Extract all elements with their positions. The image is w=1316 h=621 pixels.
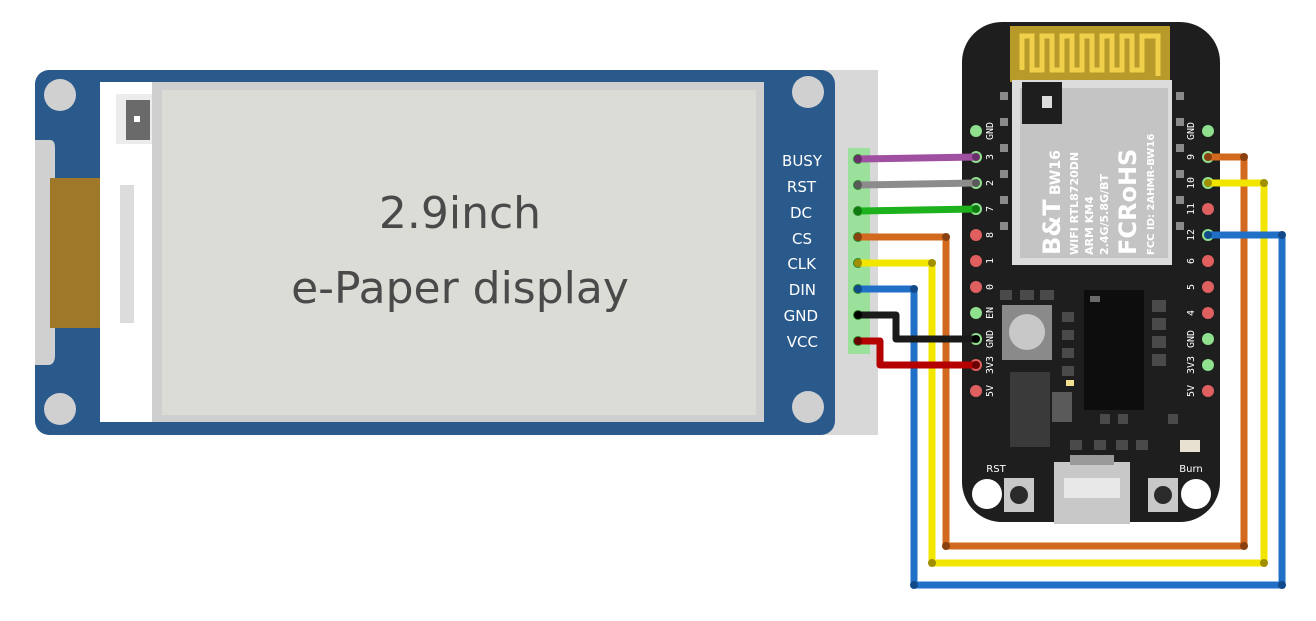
left-pin-label: GND: [985, 122, 996, 140]
right-pin-label: 3V3: [1186, 356, 1197, 374]
right-pin-label: 5V: [1186, 385, 1197, 397]
left-pin-label: 1: [985, 258, 996, 264]
pin-label-vcc: VCC: [787, 333, 818, 351]
board-pin: [1202, 203, 1214, 215]
board-pin: [970, 307, 982, 319]
pin-label-din: DIN: [789, 281, 816, 299]
board-pin: [970, 125, 982, 137]
mount-hole-icon: [792, 76, 824, 108]
pin-label-gnd: GND: [784, 307, 818, 325]
display-title-line1: 2.9inch: [379, 188, 541, 239]
ic-chip: [1084, 290, 1144, 410]
panel-strip: [120, 185, 134, 323]
mount-hole-icon: [1181, 479, 1211, 509]
epaper-module: 2.9inch e-Paper display BUSY RST DC CS C…: [35, 70, 878, 435]
right-pin-label: GND: [1186, 122, 1197, 140]
epaper-header: [848, 148, 870, 354]
rst-label: RST: [986, 464, 1006, 475]
wire-cs: [854, 153, 1248, 550]
board-pin: [1202, 281, 1214, 293]
board-pin: [1202, 385, 1214, 397]
right-pin-label: 9: [1186, 154, 1197, 160]
pin-label-cs: CS: [792, 230, 812, 248]
right-pin-label: 5: [1186, 284, 1197, 290]
wire-vcc: [854, 337, 980, 369]
wire-busy: [854, 153, 980, 163]
board-pin: [970, 229, 982, 241]
left-pin-label: 5V: [985, 385, 996, 397]
module-line1: WIFI RTL8720DN: [1068, 152, 1081, 255]
module-model: BW16: [1048, 150, 1064, 195]
left-pin-label: 0: [985, 284, 996, 290]
module-text: B&T BW16 WIFI RTL8720DN ARM KM4 2.4G/5.8…: [1038, 134, 1157, 255]
board-pin: [1202, 307, 1214, 319]
fpc-connector: [50, 178, 102, 328]
left-pin-label: 8: [985, 232, 996, 238]
epaper-pin-labels: BUSY RST DC CS CLK DIN GND VCC: [782, 152, 823, 351]
mount-hole-icon: [972, 479, 1002, 509]
left-pin-label: 7: [985, 206, 996, 212]
board-left-pin-labels: GND 3 2 7 8 1 0 EN GND 3V3 5V: [985, 122, 996, 397]
board-pin: [1202, 359, 1214, 371]
mount-hole-icon: [44, 393, 76, 425]
wires: [854, 153, 1286, 589]
module-fcrohs: FCRoHS: [1114, 149, 1142, 255]
round-button-icon: [1009, 314, 1045, 350]
regulator: [1010, 372, 1050, 447]
board-components: [1000, 290, 1200, 452]
mount-hole-icon: [792, 391, 824, 423]
board-pin: [1202, 125, 1214, 137]
board-pin: [970, 385, 982, 397]
display-panel: [162, 90, 756, 415]
module-fcc: FCC ID: 2AHMR-BW16: [1146, 134, 1157, 255]
pin-label-clk: CLK: [787, 255, 817, 273]
wire-din: [854, 231, 1286, 589]
pin-label-busy: BUSY: [782, 152, 823, 170]
board-pin: [970, 255, 982, 267]
wire-rst: [854, 179, 980, 189]
burn-label: Burn: [1179, 464, 1202, 475]
board-pin: [1202, 333, 1214, 345]
left-pin-label: 2: [985, 180, 996, 186]
left-pin-label: GND: [985, 330, 996, 348]
pin-label-rst: RST: [787, 178, 817, 196]
bw16-board: B&T BW16 WIFI RTL8720DN ARM KM4 2.4G/5.8…: [962, 22, 1220, 524]
board-right-pin-labels: GND 9 10 11 12 6 5 4 GND 3V3 5V: [1186, 122, 1197, 397]
right-pin-label: 12: [1186, 229, 1197, 241]
right-pin-label: 11: [1186, 203, 1197, 215]
wire-dc: [854, 205, 980, 215]
board-pin: [970, 281, 982, 293]
pin-label-dc: DC: [790, 204, 812, 222]
display-title-line2: e-Paper display: [291, 263, 629, 314]
module-brand: B&T: [1038, 199, 1066, 255]
right-pin-label: 6: [1186, 258, 1197, 264]
led: [1180, 440, 1200, 452]
module-line3: 2.4G/5.8G/BT: [1098, 174, 1111, 255]
mount-hole-icon: [44, 79, 76, 111]
left-pin-label: 3: [985, 154, 996, 160]
board-pin: [1202, 255, 1214, 267]
wire-endpoints: [854, 153, 1286, 589]
right-pin-label: 4: [1186, 310, 1197, 316]
wire-gnd: [854, 311, 980, 343]
module-line2: ARM KM4: [1083, 196, 1096, 255]
left-pin-label: 3V3: [985, 356, 996, 374]
left-pin-label: EN: [985, 307, 996, 319]
antenna-trace: [1019, 33, 1161, 76]
right-pin-label: GND: [1186, 330, 1197, 348]
wire-clk: [854, 179, 1268, 567]
right-pin-label: 10: [1186, 177, 1197, 189]
